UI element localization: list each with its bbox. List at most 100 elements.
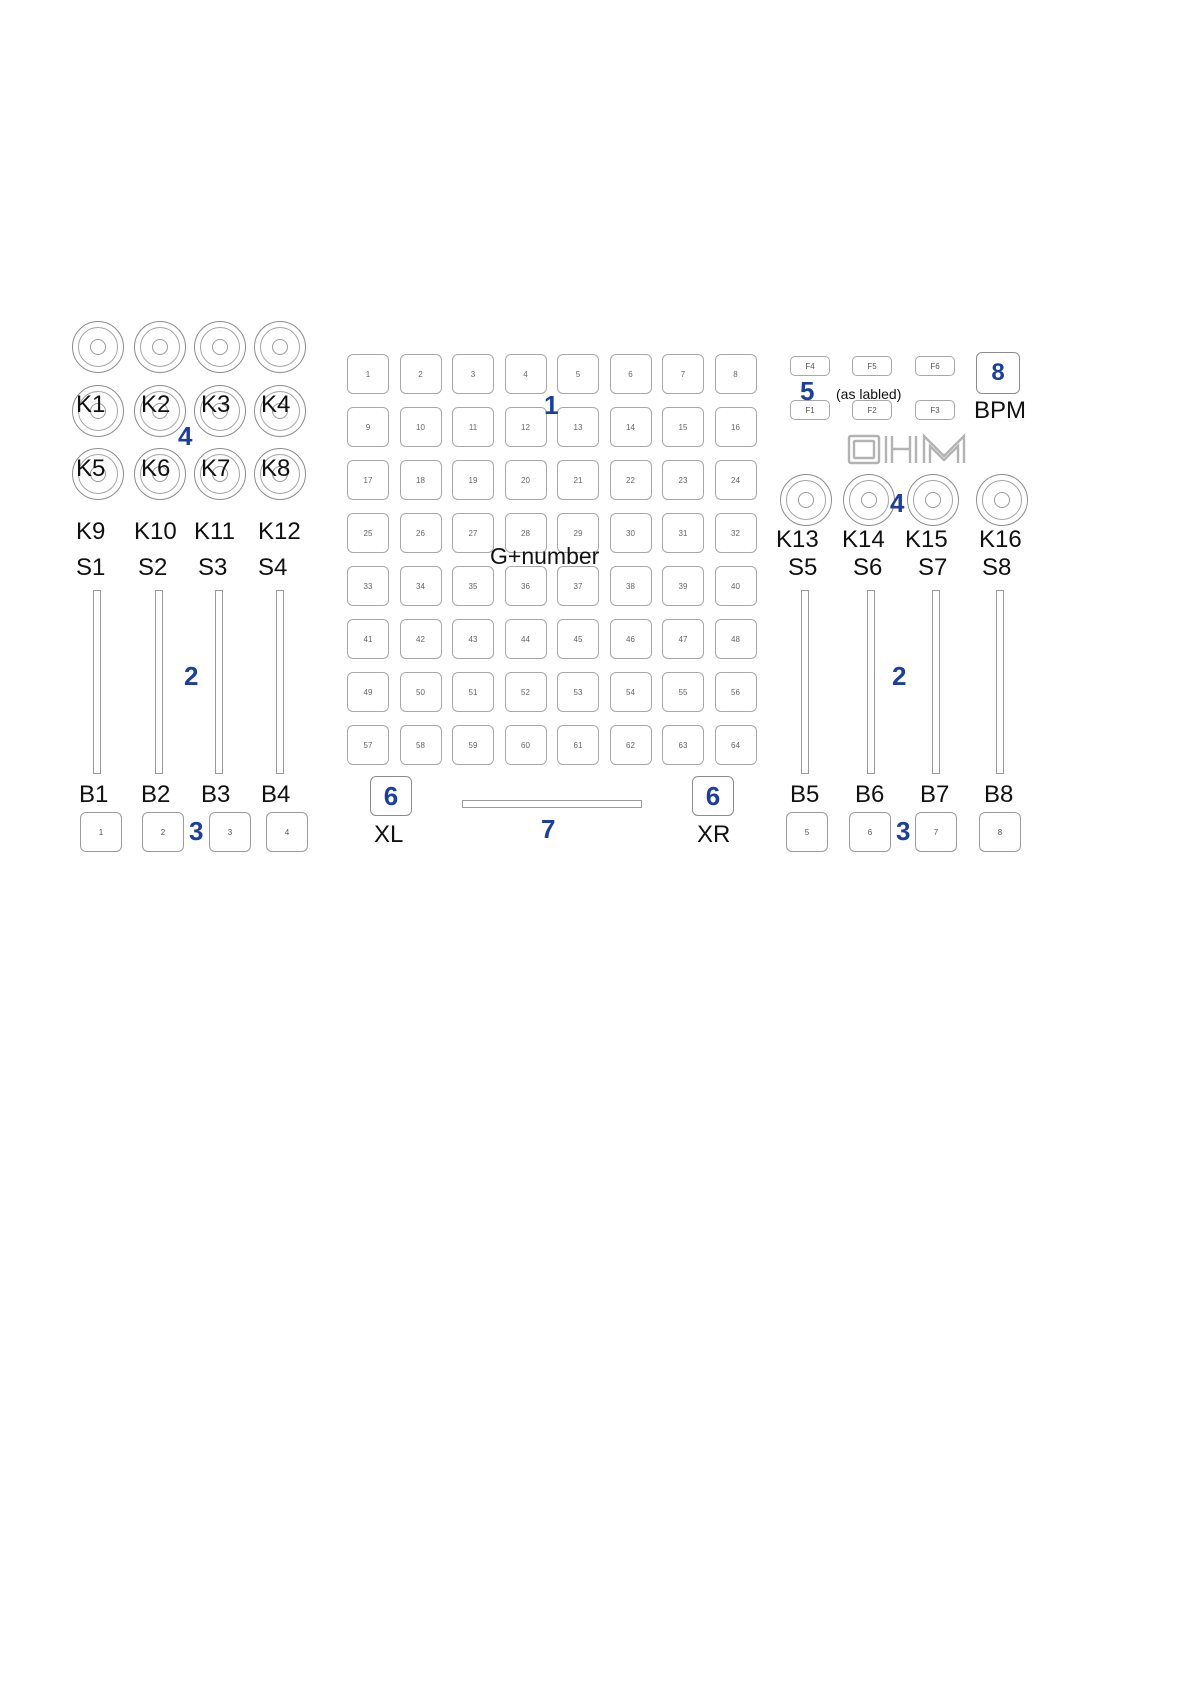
grid-pad-50[interactable]: 50 — [399, 672, 442, 712]
grid-pad-19[interactable]: 19 — [452, 460, 494, 500]
grid-pad-5[interactable]: 5 — [557, 354, 599, 394]
button-b8[interactable]: 8 — [979, 812, 1021, 852]
grid-pad-57[interactable]: 57 — [347, 725, 389, 765]
knob-k2[interactable] — [134, 321, 186, 373]
grid-pad-6[interactable]: 6 — [609, 354, 652, 394]
button-xl[interactable]: 6 — [370, 776, 412, 816]
slider-s7[interactable] — [932, 590, 940, 774]
grid-pad-36[interactable]: 36 — [504, 566, 547, 606]
knob-k10[interactable] — [134, 448, 186, 500]
grid-pad-16[interactable]: 16 — [714, 407, 757, 447]
slider-s1[interactable] — [93, 590, 101, 774]
grid-pad-55[interactable]: 55 — [662, 672, 704, 712]
grid-pad-33[interactable]: 33 — [347, 566, 389, 606]
grid-pad-17[interactable]: 17 — [347, 460, 389, 500]
slider-s2[interactable] — [155, 590, 163, 774]
grid-pad-48[interactable]: 48 — [714, 619, 757, 659]
grid-pad-49[interactable]: 49 — [347, 672, 389, 712]
crossfader[interactable] — [462, 800, 642, 808]
grid-pad-15[interactable]: 15 — [662, 407, 704, 447]
grid-pad-27[interactable]: 27 — [452, 513, 494, 553]
grid-pad-20[interactable]: 20 — [504, 460, 547, 500]
function-button-f5[interactable]: F5 — [852, 356, 892, 376]
grid-pad-63[interactable]: 63 — [662, 725, 704, 765]
grid-pad-40[interactable]: 40 — [714, 566, 757, 606]
grid-pad-38[interactable]: 38 — [609, 566, 652, 606]
grid-pad-7[interactable]: 7 — [662, 354, 704, 394]
knob-k3[interactable] — [194, 321, 246, 373]
knob-k14[interactable] — [843, 474, 895, 526]
grid-pad-53[interactable]: 53 — [557, 672, 599, 712]
grid-pad-43[interactable]: 43 — [452, 619, 494, 659]
slider-s6[interactable] — [867, 590, 875, 774]
grid-pad-2[interactable]: 2 — [399, 354, 442, 394]
grid-pad-22[interactable]: 22 — [609, 460, 652, 500]
grid-pad-12[interactable]: 12 — [504, 407, 547, 447]
button-b4[interactable]: 4 — [266, 812, 308, 852]
grid-pad-60[interactable]: 60 — [504, 725, 547, 765]
knob-k13[interactable] — [780, 474, 832, 526]
button-b5[interactable]: 5 — [786, 812, 828, 852]
grid-pad-54[interactable]: 54 — [609, 672, 652, 712]
slider-s3[interactable] — [215, 590, 223, 774]
grid-pad-45[interactable]: 45 — [557, 619, 599, 659]
grid-pad-39[interactable]: 39 — [662, 566, 704, 606]
slider-s5[interactable] — [801, 590, 809, 774]
knob-k16[interactable] — [976, 474, 1028, 526]
knob-k8[interactable] — [254, 385, 306, 437]
grid-pad-37[interactable]: 37 — [557, 566, 599, 606]
grid-pad-42[interactable]: 42 — [399, 619, 442, 659]
button-b2[interactable]: 2 — [142, 812, 184, 852]
button-b7[interactable]: 7 — [915, 812, 957, 852]
slider-s8[interactable] — [996, 590, 1004, 774]
function-button-f4[interactable]: F4 — [790, 356, 830, 376]
slider-s4[interactable] — [276, 590, 284, 774]
grid-pad-51[interactable]: 51 — [452, 672, 494, 712]
grid-pad-28[interactable]: 28 — [504, 513, 547, 553]
grid-pad-52[interactable]: 52 — [504, 672, 547, 712]
button-b3[interactable]: 3 — [209, 812, 251, 852]
button-xr[interactable]: 6 — [692, 776, 734, 816]
grid-pad-8[interactable]: 8 — [714, 354, 757, 394]
grid-pad-56[interactable]: 56 — [714, 672, 757, 712]
function-button-f3[interactable]: F3 — [915, 400, 955, 420]
knob-k1[interactable] — [72, 321, 124, 373]
grid-pad-62[interactable]: 62 — [609, 725, 652, 765]
knob-k15[interactable] — [907, 474, 959, 526]
grid-pad-30[interactable]: 30 — [609, 513, 652, 553]
button-bpm[interactable]: 8 — [976, 352, 1020, 394]
button-b1[interactable]: 1 — [80, 812, 122, 852]
grid-pad-47[interactable]: 47 — [662, 619, 704, 659]
grid-pad-18[interactable]: 18 — [399, 460, 442, 500]
grid-pad-10[interactable]: 10 — [399, 407, 442, 447]
grid-pad-34[interactable]: 34 — [399, 566, 442, 606]
grid-pad-23[interactable]: 23 — [662, 460, 704, 500]
function-button-f1[interactable]: F1 — [790, 400, 830, 420]
knob-k9[interactable] — [72, 448, 124, 500]
grid-pad-64[interactable]: 64 — [714, 725, 757, 765]
grid-pad-1[interactable]: 1 — [347, 354, 389, 394]
grid-pad-9[interactable]: 9 — [347, 407, 389, 447]
grid-pad-25[interactable]: 25 — [347, 513, 389, 553]
function-button-f2[interactable]: F2 — [852, 400, 892, 420]
grid-pad-29[interactable]: 29 — [557, 513, 599, 553]
knob-k7[interactable] — [194, 385, 246, 437]
knob-k11[interactable] — [194, 448, 246, 500]
grid-pad-3[interactable]: 3 — [452, 354, 494, 394]
grid-pad-35[interactable]: 35 — [452, 566, 494, 606]
button-b6[interactable]: 6 — [849, 812, 891, 852]
grid-pad-59[interactable]: 59 — [452, 725, 494, 765]
knob-k12[interactable] — [254, 448, 306, 500]
grid-pad-14[interactable]: 14 — [609, 407, 652, 447]
grid-pad-58[interactable]: 58 — [399, 725, 442, 765]
grid-pad-41[interactable]: 41 — [347, 619, 389, 659]
grid-pad-32[interactable]: 32 — [714, 513, 757, 553]
grid-pad-44[interactable]: 44 — [504, 619, 547, 659]
knob-k5[interactable] — [72, 385, 124, 437]
knob-k6[interactable] — [134, 385, 186, 437]
grid-pad-61[interactable]: 61 — [557, 725, 599, 765]
grid-pad-31[interactable]: 31 — [662, 513, 704, 553]
grid-pad-21[interactable]: 21 — [557, 460, 599, 500]
grid-pad-11[interactable]: 11 — [452, 407, 494, 447]
function-button-f6[interactable]: F6 — [915, 356, 955, 376]
